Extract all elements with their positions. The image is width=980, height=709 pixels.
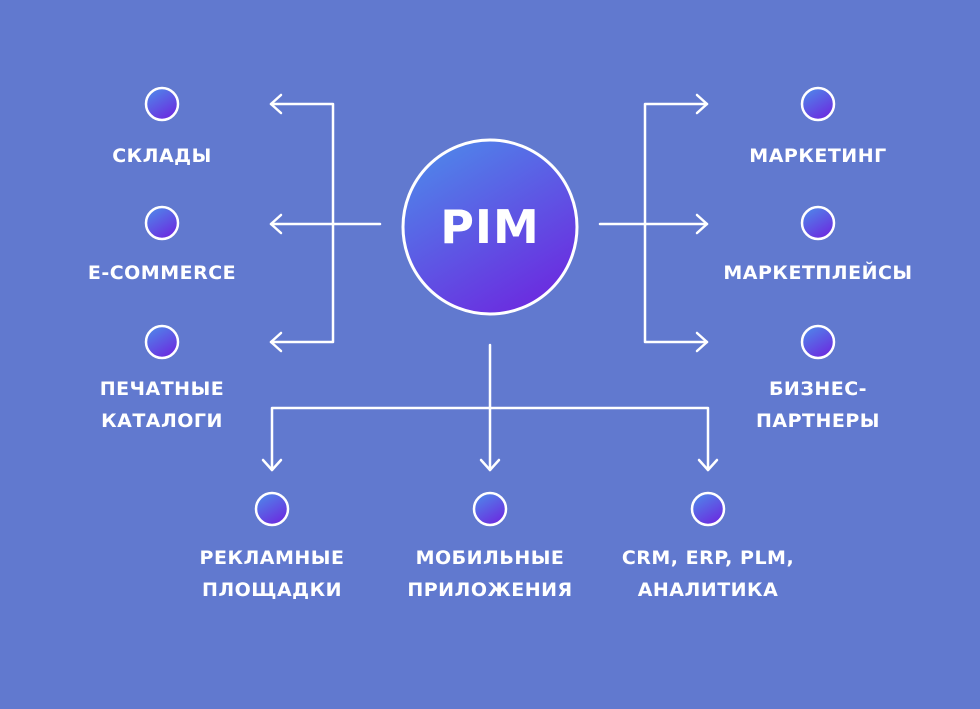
arrow-to-mobile-apps [479, 458, 501, 472]
arrow-to-ecommerce [269, 213, 283, 235]
right-connector-lines [598, 102, 709, 344]
bottom-connector-lines [270, 343, 710, 472]
print-catalogs-dot [144, 324, 180, 360]
label-line: СКЛАДЫ [112, 145, 212, 167]
label-marketplaces: МАРКЕТПЛЕЙСЫ [723, 257, 912, 289]
label-warehouses: СКЛАДЫ [112, 140, 212, 172]
label-crm-erp: CRM, ERP, PLM, АНАЛИТИКА [622, 542, 794, 606]
arrow-to-crm-erp [697, 458, 719, 472]
label-line: E-COMMERCE [87, 262, 237, 284]
label-business-partners: БИЗНЕС- ПАРТНЕРЫ [756, 373, 880, 437]
label-line: АНАЛИТИКА [637, 579, 779, 601]
label-line: МАРКЕТПЛЕЙСЫ [723, 262, 913, 284]
arrow-to-marketing [695, 93, 709, 115]
label-ad-platforms: РЕКЛАМНЫЕ ПЛОЩАДКИ [200, 542, 345, 606]
label-line: КАТАЛОГИ [101, 410, 223, 432]
arrow-to-business-partners [695, 331, 709, 353]
label-ecommerce: E-COMMERCE [88, 257, 236, 289]
arrow-to-print-catalogs [269, 331, 283, 353]
label-line: МОБИЛЬНЫЕ [415, 547, 565, 569]
pim-label: PIM [440, 200, 540, 254]
label-line: РЕКЛАМНЫЕ [199, 547, 345, 569]
warehouses-dot [144, 86, 180, 122]
label-line: ПЕЧАТНЫЕ [99, 378, 225, 400]
ad-platforms-dot [254, 491, 290, 527]
ecommerce-dot [144, 205, 180, 241]
left-connector-lines [269, 102, 382, 344]
label-line: ПРИЛОЖЕНИЯ [407, 579, 573, 601]
crm-erp-dot [690, 491, 726, 527]
label-line: ПЛОЩАДКИ [201, 579, 343, 601]
label-mobile-apps: МОБИЛЬНЫЕ ПРИЛОЖЕНИЯ [407, 542, 572, 606]
arrow-to-marketplaces [695, 213, 709, 235]
marketing-dot [800, 86, 836, 122]
label-marketing: МАРКЕТИНГ [749, 140, 886, 172]
label-line: CRM, ERP, PLM, [621, 547, 795, 569]
pim-circle [401, 138, 579, 316]
label-line: МАРКЕТИНГ [749, 145, 887, 167]
label-print-catalogs: ПЕЧАТНЫЕ КАТАЛОГИ [100, 373, 224, 437]
business-partners-dot [800, 324, 836, 360]
marketplaces-dot [800, 205, 836, 241]
arrow-to-ad-platforms [261, 458, 283, 472]
mobile-apps-dot [472, 491, 508, 527]
label-line: БИЗНЕС- [768, 378, 868, 400]
label-line: ПАРТНЕРЫ [756, 410, 880, 432]
arrow-to-warehouses [269, 93, 283, 115]
